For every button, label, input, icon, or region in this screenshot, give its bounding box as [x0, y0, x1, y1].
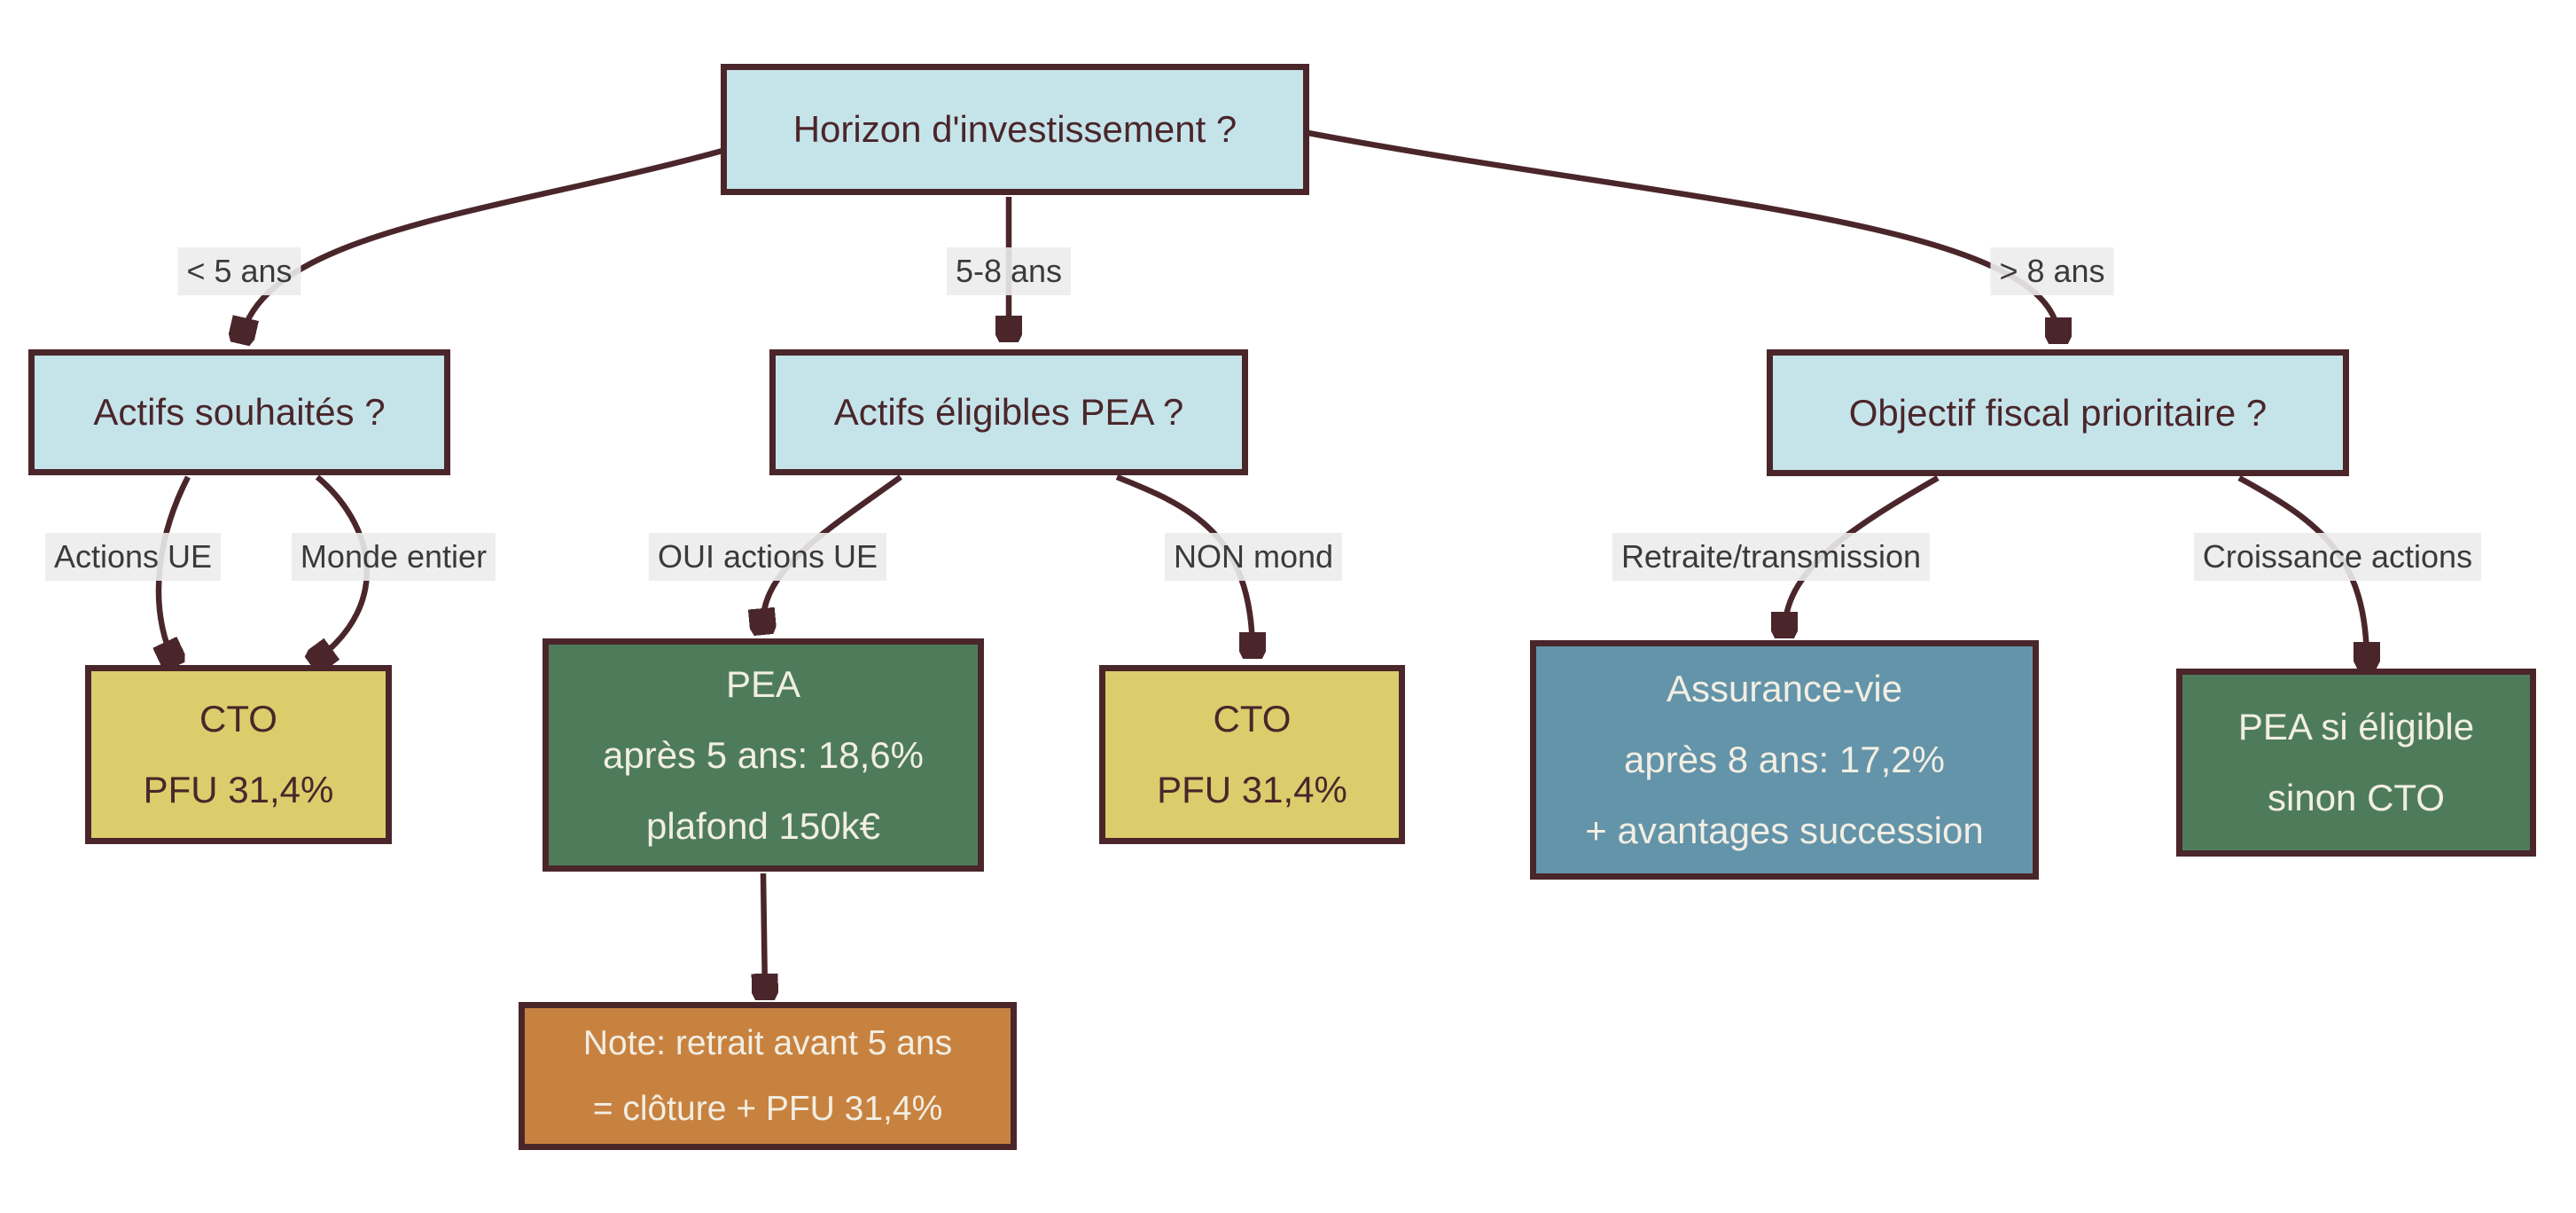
node-line: CTO — [1213, 698, 1292, 740]
edge-label-actions-ue: Actions UE — [44, 533, 222, 581]
node-line: après 8 ans: 17,2% — [1624, 739, 1945, 780]
node-cto-left: CTO PFU 31,4% — [85, 665, 392, 844]
node-line: PFU 31,4% — [1157, 769, 1347, 810]
node-assurance-vie: Assurance-vie après 8 ans: 17,2% + avant… — [1530, 640, 2039, 880]
node-line: CTO — [199, 698, 277, 740]
edge-horizon-to-objectif-fiscal — [1308, 129, 2058, 339]
node-line: PEA — [725, 662, 801, 705]
node-line: Note: retrait avant 5 ans — [582, 1023, 953, 1062]
edge-label-moins-5-ans: < 5 ans — [177, 247, 301, 295]
edge-label-plus-8-ans: > 8 ans — [1990, 247, 2114, 295]
node-horizon-investissement: Horizon d'investissement ? — [721, 64, 1309, 195]
edge-label-croissance-actions: Croissance actions — [2193, 533, 2482, 581]
node-line: PFU 31,4% — [143, 769, 334, 810]
node-actifs-eligibles-pea: Actifs éligibles PEA ? — [769, 349, 1248, 475]
node-pea-sinon-cto: PEA si éligible sinon CTO — [2176, 669, 2536, 857]
edge-non-to-cto — [1115, 473, 1253, 653]
node-objectif-fiscal: Objectif fiscal prioritaire ? — [1767, 349, 2349, 476]
edge-horizon-to-actifs-souhaites — [241, 147, 723, 339]
node-line: Assurance-vie — [1666, 668, 1903, 709]
edge-pea-to-note — [763, 873, 765, 995]
edge-label-5-8-ans: 5-8 ans — [946, 247, 1072, 295]
edge-label-oui-actions-ue: OUI actions UE — [648, 533, 887, 581]
node-actifs-souhaites: Actifs souhaités ? — [28, 349, 450, 475]
node-line: + avantages succession — [1585, 810, 1984, 851]
edge-label-non-monde: NON mond — [1164, 533, 1343, 581]
node-pea: PEA après 5 ans: 18,6% plafond 150k€ — [543, 638, 984, 872]
node-line: après 5 ans: 18,6% — [603, 733, 924, 776]
edge-label-retraite-transmission: Retraite/transmission — [1612, 533, 1931, 581]
node-note-retrait: Note: retrait avant 5 ans = clôture + PF… — [519, 1002, 1017, 1150]
edge-label-monde-entier: Monde entier — [291, 533, 496, 581]
node-line: = clôture + PFU 31,4% — [592, 1089, 943, 1128]
node-cto-mid: CTO PFU 31,4% — [1099, 665, 1405, 844]
node-line: PEA si éligible — [2237, 706, 2475, 747]
node-line: plafond 150k€ — [646, 804, 880, 847]
node-line: sinon CTO — [2268, 777, 2445, 818]
